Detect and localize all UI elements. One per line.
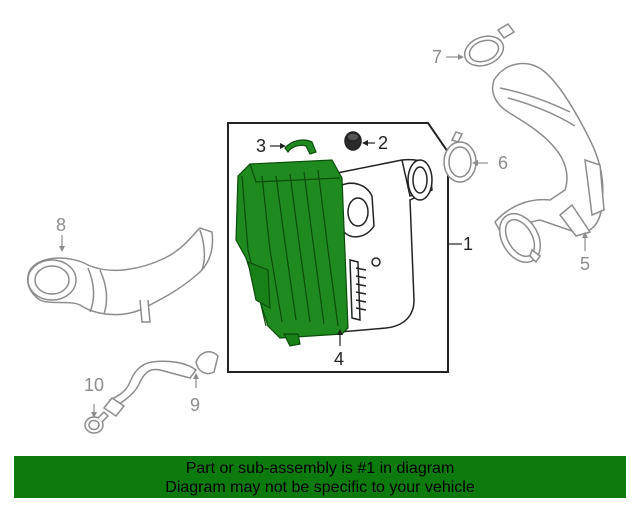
callout-2: 2 xyxy=(378,133,389,153)
callout-5: 5 xyxy=(580,254,591,274)
callout-9: 9 xyxy=(190,395,201,415)
part-3-hose xyxy=(284,139,317,155)
callout-8: 8 xyxy=(56,215,67,235)
callout-3: 3 xyxy=(256,136,267,156)
part-6-clamp xyxy=(443,131,477,183)
banner-line-1: Part or sub-assembly is #1 in diagram xyxy=(185,460,455,477)
arrowheads-grey xyxy=(59,54,588,418)
callout-1: 1 xyxy=(463,234,474,254)
part-9-hose xyxy=(102,351,219,418)
assembly-frame xyxy=(227,122,449,373)
callout-6: 6 xyxy=(498,153,509,173)
callout-4: 4 xyxy=(334,349,345,369)
part-2-cap xyxy=(344,131,362,151)
part-4-filter-element xyxy=(235,159,349,347)
part-7-clamp xyxy=(463,23,516,67)
part-5-intake-duct xyxy=(491,62,605,264)
arrowheads-dark xyxy=(280,140,368,335)
part-10-clamp xyxy=(84,410,110,434)
banner-line-2: Diagram may not be specific to your vehi… xyxy=(165,479,475,496)
info-banner: Part or sub-assembly is #1 in diagram Di… xyxy=(14,456,626,498)
callout-10: 10 xyxy=(84,375,105,395)
part-8-intake-duct xyxy=(27,227,214,323)
callout-7: 7 xyxy=(432,47,443,67)
